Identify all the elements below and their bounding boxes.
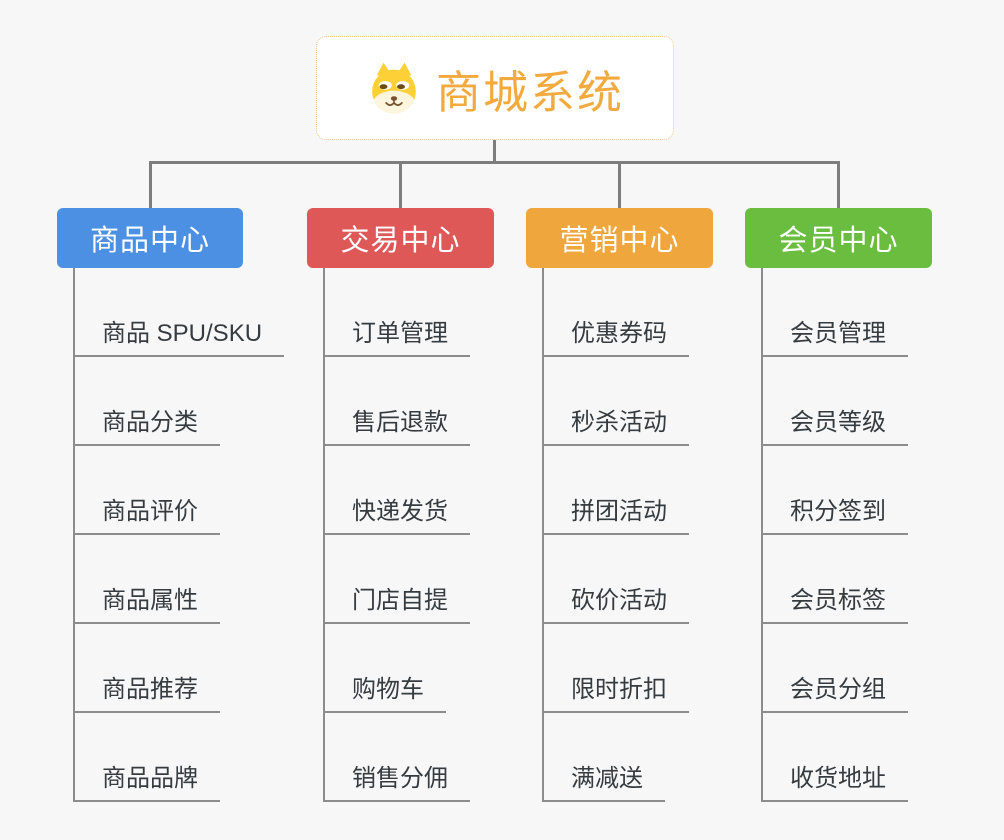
mindmap-node[interactable]: 商品分类 [75, 402, 220, 446]
item-row: 门店自提 [325, 535, 470, 624]
connector-horizontal-bar [149, 161, 840, 164]
mindmap-node[interactable]: 订单管理 [325, 313, 470, 357]
item-row: 商品 SPU/SKU [75, 268, 285, 357]
branch-header-product-center[interactable]: 商品中心 [57, 208, 243, 268]
mindmap-node[interactable]: 会员标签 [763, 580, 908, 624]
mindmap-node[interactable]: 秒杀活动 [544, 402, 689, 446]
mindmap-node[interactable]: 门店自提 [325, 580, 470, 624]
mindmap-node[interactable]: 商品属性 [75, 580, 220, 624]
mindmap-node[interactable]: 积分签到 [763, 491, 908, 535]
branch-items-marketing-center: 优惠券码 秒杀活动 拼团活动 砍价活动 限时折扣 满减送 [542, 268, 689, 802]
mindmap-node[interactable]: 商品 SPU/SKU [75, 313, 285, 357]
mindmap-node[interactable]: 满减送 [544, 758, 665, 802]
mindmap-node[interactable]: 优惠券码 [544, 313, 689, 357]
item-row: 会员等级 [763, 357, 908, 446]
branch-header-marketing-center[interactable]: 营销中心 [526, 208, 713, 268]
mindmap-node[interactable]: 商品推荐 [75, 669, 220, 713]
item-row: 收货地址 [763, 713, 908, 802]
item-row: 售后退款 [325, 357, 470, 446]
connector-drop-1 [149, 161, 152, 208]
branch-header-member-center[interactable]: 会员中心 [745, 208, 932, 268]
item-row: 销售分佣 [325, 713, 470, 802]
mindmap-node[interactable]: 会员分组 [763, 669, 908, 713]
item-row: 积分签到 [763, 446, 908, 535]
mindmap-node[interactable]: 砍价活动 [544, 580, 689, 624]
connector-drop-2 [399, 161, 402, 208]
mindmap-node[interactable]: 售后退款 [325, 402, 470, 446]
connector-drop-4 [837, 161, 840, 208]
item-row: 会员标签 [763, 535, 908, 624]
mindmap-node[interactable]: 限时折扣 [544, 669, 689, 713]
item-row: 砍价活动 [544, 535, 689, 624]
root-title: 商城系统 [435, 66, 624, 118]
item-row: 商品属性 [75, 535, 284, 624]
item-row: 商品推荐 [75, 624, 284, 713]
mindmap-node[interactable]: 购物车 [325, 669, 446, 713]
item-row: 商品品牌 [75, 713, 284, 802]
mindmap-node[interactable]: 商品品牌 [75, 758, 220, 802]
item-row: 限时折扣 [544, 624, 689, 713]
item-row: 商品评价 [75, 446, 284, 535]
branch-items-trade-center: 订单管理 售后退款 快递发货 门店自提 购物车 销售分佣 [323, 268, 470, 802]
item-row: 商品分类 [75, 357, 284, 446]
connector-root-stub [493, 140, 496, 162]
mindmap-node[interactable]: 商品评价 [75, 491, 220, 535]
dog-face-icon [366, 60, 422, 116]
item-row: 会员分组 [763, 624, 908, 713]
mindmap-node[interactable]: 会员等级 [763, 402, 908, 446]
branch-header-trade-center[interactable]: 交易中心 [307, 208, 494, 268]
mindmap-node[interactable]: 会员管理 [763, 313, 908, 357]
connector-drop-3 [618, 161, 621, 208]
item-row: 拼团活动 [544, 446, 689, 535]
item-row: 订单管理 [325, 268, 470, 357]
mindmap-node[interactable]: 收货地址 [763, 758, 908, 802]
item-row: 快递发货 [325, 446, 470, 535]
mindmap-node[interactable]: 销售分佣 [325, 758, 470, 802]
branch-items-product-center: 商品 SPU/SKU 商品分类 商品评价 商品属性 商品推荐 商品品牌 [73, 268, 285, 802]
item-row: 满减送 [544, 713, 689, 802]
item-row: 优惠券码 [544, 268, 689, 357]
root-node[interactable]: 商城系统 [316, 36, 674, 140]
item-row: 购物车 [325, 624, 470, 713]
item-row: 秒杀活动 [544, 357, 689, 446]
mindmap-node[interactable]: 拼团活动 [544, 491, 689, 535]
mindmap-node[interactable]: 快递发货 [325, 491, 470, 535]
item-row: 会员管理 [763, 268, 908, 357]
branch-items-member-center: 会员管理 会员等级 积分签到 会员标签 会员分组 收货地址 [761, 268, 908, 802]
